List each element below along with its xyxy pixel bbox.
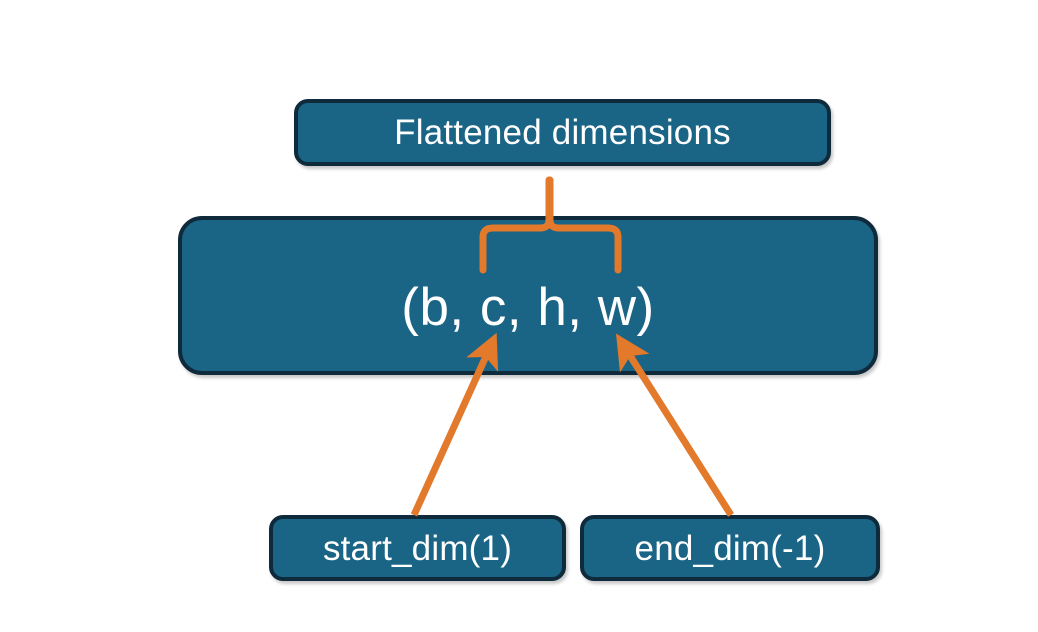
node-start-dim[interactable]: start_dim(1)	[269, 515, 566, 581]
node-flattened-dimensions[interactable]: Flattened dimensions	[294, 99, 831, 166]
node-flattened-dimensions-label: Flattened dimensions	[394, 113, 731, 152]
node-shape-tuple[interactable]: (b, c, h, w)	[178, 216, 878, 375]
node-shape-tuple-label: (b, c, h, w)	[401, 278, 655, 337]
node-end-dim-label: end_dim(-1)	[634, 528, 826, 568]
node-start-dim-label: start_dim(1)	[322, 528, 513, 568]
node-end-dim[interactable]: end_dim(-1)	[580, 515, 880, 581]
